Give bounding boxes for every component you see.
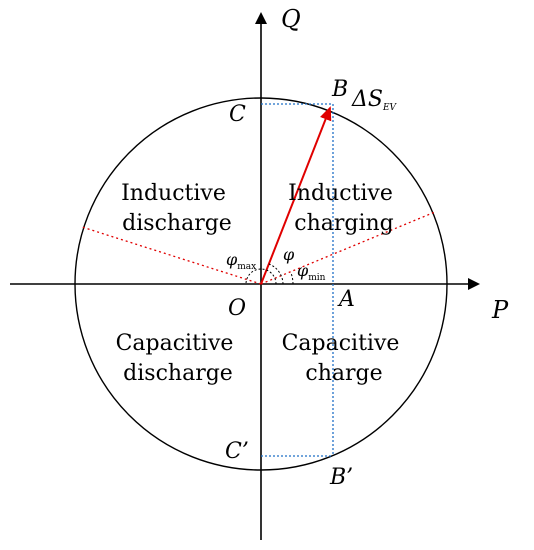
region-capacitive-charge-line2: charge <box>305 361 382 386</box>
point-o-label: O <box>228 296 246 321</box>
phi-max-label: φmax <box>226 250 256 272</box>
phi-min-label: φmin <box>297 261 326 283</box>
point-b-prime-label: B’ <box>329 465 353 490</box>
limit-line-right <box>260 211 436 285</box>
point-c-label: C <box>229 102 246 127</box>
phi-max-symbol: φ <box>226 250 238 269</box>
region-capacitive-charge-line1: Capacitive <box>282 331 400 356</box>
region-inductive-charging-line2: charging <box>294 211 394 236</box>
phi-min-symbol: φ <box>297 261 309 280</box>
vector-label-main: ΔS <box>351 87 383 112</box>
limit-line-left <box>81 226 262 285</box>
p-axis-label: P <box>491 296 509 324</box>
region-inductive-discharge-line1: Inductive <box>121 181 226 206</box>
region-inductive-discharge: Inductive discharge <box>121 181 233 236</box>
region-capacitive-charge: Capacitive charge <box>282 331 407 386</box>
region-capacitive-discharge-line2: discharge <box>123 361 233 386</box>
phi-min-arc <box>290 272 294 285</box>
phi-min-subscript: min <box>308 273 325 283</box>
q-axis-label: Q <box>281 5 301 33</box>
phi-label: φ <box>283 245 295 264</box>
delta-s-ev-vector <box>260 106 332 285</box>
vector-label-subscript: EV <box>382 103 398 113</box>
region-capacitive-discharge-line1: Capacitive <box>116 331 234 356</box>
point-b-label: B <box>331 77 348 102</box>
point-c-prime-label: C’ <box>225 439 249 464</box>
region-capacitive-discharge: Capacitive discharge <box>116 331 241 386</box>
region-inductive-charging: Inductive charging <box>288 181 400 236</box>
region-inductive-charging-line1: Inductive <box>288 181 393 206</box>
region-inductive-discharge-line2: discharge <box>122 211 232 236</box>
point-a-label: A <box>337 287 355 312</box>
phi-max-arc <box>245 268 277 285</box>
phi-arc <box>268 263 284 285</box>
phi-max-subscript: max <box>237 262 256 272</box>
vector-label: ΔSEV <box>351 87 398 113</box>
